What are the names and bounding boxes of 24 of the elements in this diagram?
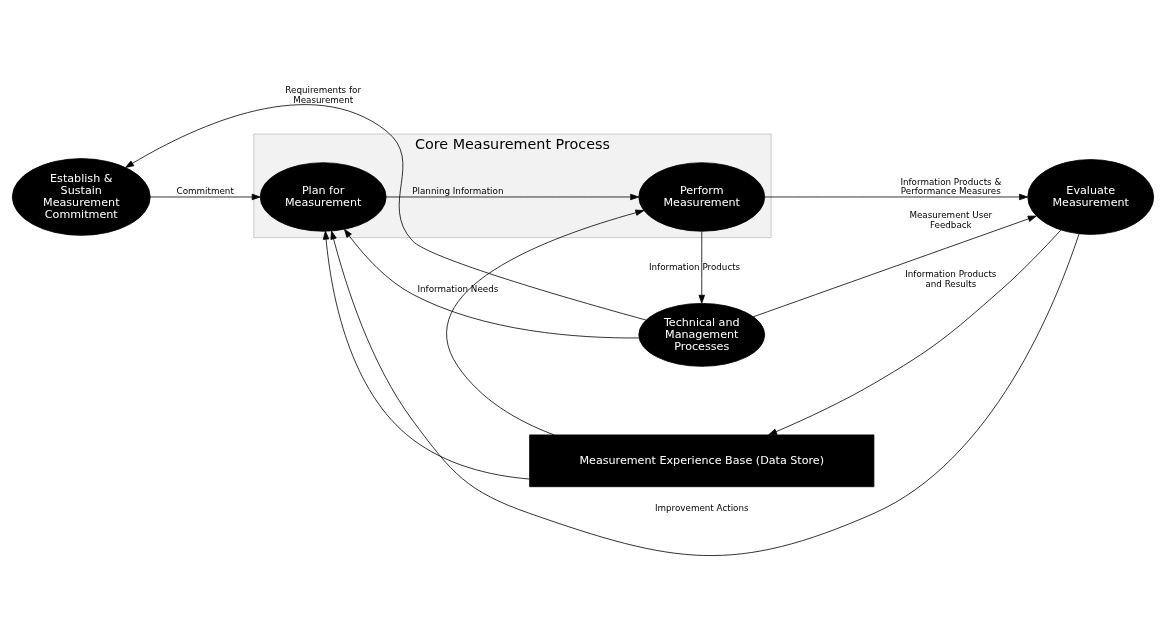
edge-label: Commitment [176,186,234,197]
arrow [330,230,1080,556]
edge-label: Information Products and Results [905,269,997,289]
arrow [446,209,645,436]
arrow [764,193,1028,201]
edge-label: Measurement User Feedback [909,210,993,230]
node-ellipse: Perform Measurement [638,162,766,232]
node-box: Measurement Experience Base (Data Store) [529,434,875,488]
edge-label: Information Products & Performance Measures [900,176,1002,197]
edge-label: Information Products [648,261,741,272]
node-ellipse: Plan for Measurement [259,162,387,232]
edge-label: Requirements for Measurement [285,85,361,105]
arrow [149,193,261,201]
arrow [768,229,1062,436]
arrow [344,228,640,339]
arrow [385,193,639,201]
arrow [125,104,647,321]
node-ellipse: Technical and Management Processes [638,303,766,367]
arrow [753,215,1037,318]
edge-label: Improvement Actions [654,502,749,513]
arrow [322,230,530,480]
edge-label: Information Needs [417,283,499,294]
edge-label: Planning Information [412,186,504,197]
arrow [698,230,705,304]
